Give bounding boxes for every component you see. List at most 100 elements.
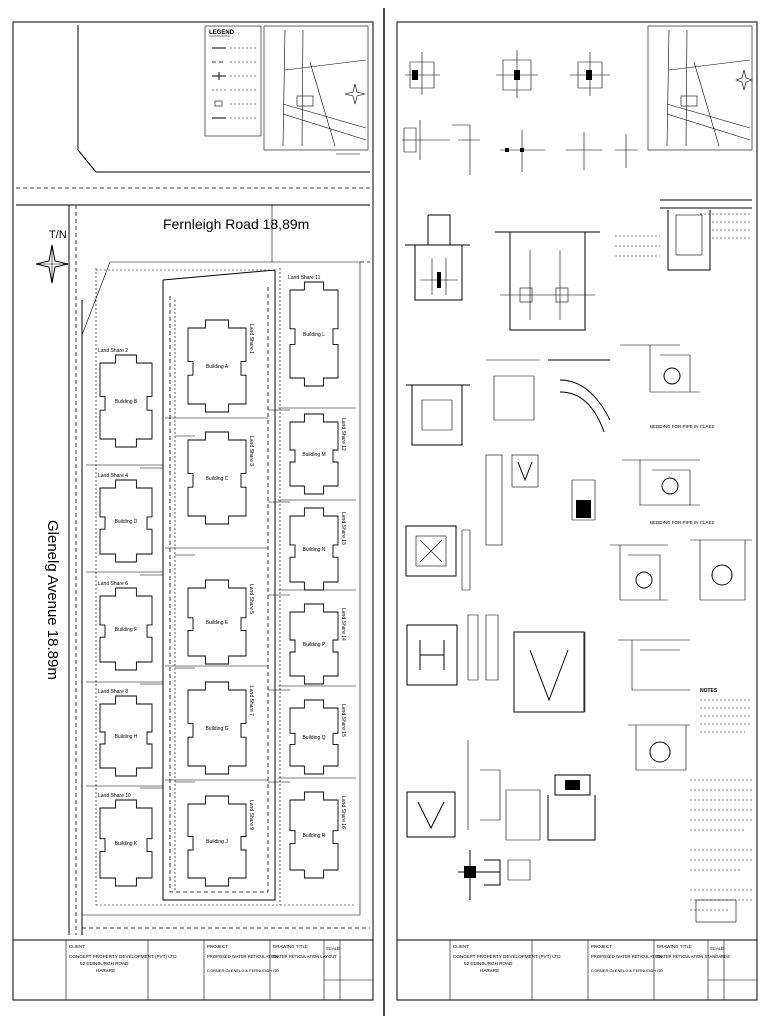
client-name-right: CONCEPT PROPERTY DEVELOPMENT (PVT) LTD [453, 954, 561, 959]
drawing-heading-left: DRAWING TITLE [273, 944, 308, 949]
project-name-right: PROPOSED WATER RETICULATION [591, 954, 662, 959]
building-label: Building B [115, 399, 138, 405]
client-address-left: 52 EDINBURGH ROAD [80, 961, 129, 966]
project-location-right: CORNER GLENELG & FERNLEIGH RD [591, 968, 663, 973]
washout-detail [406, 740, 596, 841]
trench-detail-2: BEDDING FOR PIPE IN CLASS [622, 459, 715, 525]
building-label: Building C [206, 476, 229, 482]
drawing-title-left: WATER RETICULATION LAYOUT [273, 954, 337, 959]
chamber-detail-1 [405, 214, 470, 301]
client-city-right: HARARE [480, 968, 499, 973]
building-label: Building K [115, 841, 138, 847]
valve-box-detail [405, 525, 471, 591]
title-block-right: CLIENT CONCEPT PROPERTY DEVELOPMENT (PVT… [396, 939, 758, 1001]
client-name-left: CONCEPT PROPERTY DEVELOPMENT (PVT) LTD [69, 954, 177, 959]
stand-label: Land Share 13 [340, 512, 346, 545]
chamber-detail-2 [495, 231, 600, 331]
building-label: Building N [303, 547, 326, 553]
client-heading-left: CLIENT [69, 944, 85, 949]
scale-heading-left: SCALE [326, 946, 340, 951]
building-outline [187, 579, 247, 665]
stand-label: Land Share 9 [248, 800, 254, 830]
building-label: Building P [303, 642, 326, 648]
building-outline [99, 695, 153, 777]
building-label: Building M [302, 452, 325, 458]
thrust-block-details [406, 359, 611, 446]
project-location-left: CORNER GLENELG & FERNLEIGH RD [207, 968, 279, 973]
stand-label: Land Share 16 [340, 796, 346, 829]
building-outline [99, 354, 153, 448]
building-outline [187, 681, 247, 775]
building-label: Building L [303, 332, 325, 338]
valve-detail-row-2 [402, 120, 638, 175]
scale-heading-right: SCALE [710, 946, 724, 951]
stand-label: Land Share 7 [248, 686, 254, 716]
building-outline [99, 479, 153, 563]
site-boundary [81, 261, 361, 916]
project-heading-right: PROJECT [591, 944, 612, 949]
building-label: Building J [206, 839, 228, 845]
general-notes-block [690, 779, 752, 923]
stand-label: Land Share 4 [98, 473, 128, 479]
building-outline [289, 699, 339, 775]
notes-heading: NOTES [700, 688, 718, 694]
stand-label: Land Share 14 [340, 608, 346, 641]
legend-title: LEGEND [209, 30, 235, 36]
building-outline [187, 795, 247, 887]
building-label: Building G [205, 726, 228, 732]
stand-label: Land Share 6 [98, 581, 128, 587]
road-label-glenelg: Glenelg Avenue 18.89m [44, 520, 61, 680]
stand-label: Land Share 11 [288, 275, 321, 281]
client-address-right: 52 EDINBURGH ROAD [464, 961, 513, 966]
marker-post-detail [485, 454, 596, 546]
legend-box: LEGEND [204, 25, 262, 137]
building-group: Building B Land Share 2 Building D Land Sha… [98, 275, 346, 887]
right-locality-map [647, 25, 753, 151]
project-heading-left: PROJECT [207, 944, 228, 949]
building-outline [289, 413, 339, 495]
stand-label: Land Share 10 [98, 793, 131, 799]
north-label: T/N [49, 229, 67, 241]
building-label: Building R [303, 833, 326, 839]
building-outline [289, 603, 339, 685]
project-name-left: PROPOSED WATER RETICULATION [207, 954, 278, 959]
stand-boundaries [86, 407, 356, 787]
building-label: Building Q [302, 735, 325, 741]
client-city-left: HARARE [96, 968, 115, 973]
client-heading-right: CLIENT [453, 944, 469, 949]
trench-detail-1: BEDDING FOR PIPE IN CLASS [620, 344, 715, 429]
stand-label: Land Share 12 [340, 418, 346, 451]
drawing-title-right: WATER RETICULATION STANDARDS [657, 954, 730, 959]
building-outline [187, 431, 247, 525]
pipe-bedding-label-1: BEDDING FOR PIPE IN CLASS [650, 424, 715, 429]
building-label: Building D [115, 519, 138, 525]
valve-detail-row-1 [405, 50, 610, 98]
building-outline [289, 791, 339, 879]
building-label: Building F [115, 627, 137, 633]
building-outline [289, 507, 339, 591]
stand-label: Land Share 2 [98, 348, 128, 354]
hydrant-plate-details [406, 614, 586, 713]
stand-label: Land Share 5 [248, 584, 254, 614]
building-label: Building H [115, 734, 138, 740]
trench-detail-4: NOTES [618, 639, 752, 771]
stand-label: Land Share 15 [340, 704, 346, 737]
building-outline [99, 799, 153, 887]
stand-label: Land Share 8 [98, 689, 128, 695]
road-label-fernleigh: Fernleigh Road 18,89m [163, 216, 309, 232]
building-outline [289, 281, 339, 387]
drawing-heading-right: DRAWING TITLE [657, 944, 692, 949]
building-label: Building A [206, 364, 229, 370]
building-outline [187, 319, 247, 413]
stand-label: Land Share 3 [248, 436, 254, 466]
locality-map [263, 25, 369, 155]
trench-detail-3 [610, 539, 752, 601]
building-label: Building E [206, 620, 229, 626]
north-arrow: T/N [35, 229, 69, 284]
tee-connection-detail [458, 850, 531, 900]
building-outline [99, 587, 153, 671]
internal-road-and-pipes [95, 268, 355, 906]
road-crossing-detail [615, 199, 752, 271]
pipe-bedding-label-2: BEDDING FOR PIPE IN CLASS [650, 520, 715, 525]
